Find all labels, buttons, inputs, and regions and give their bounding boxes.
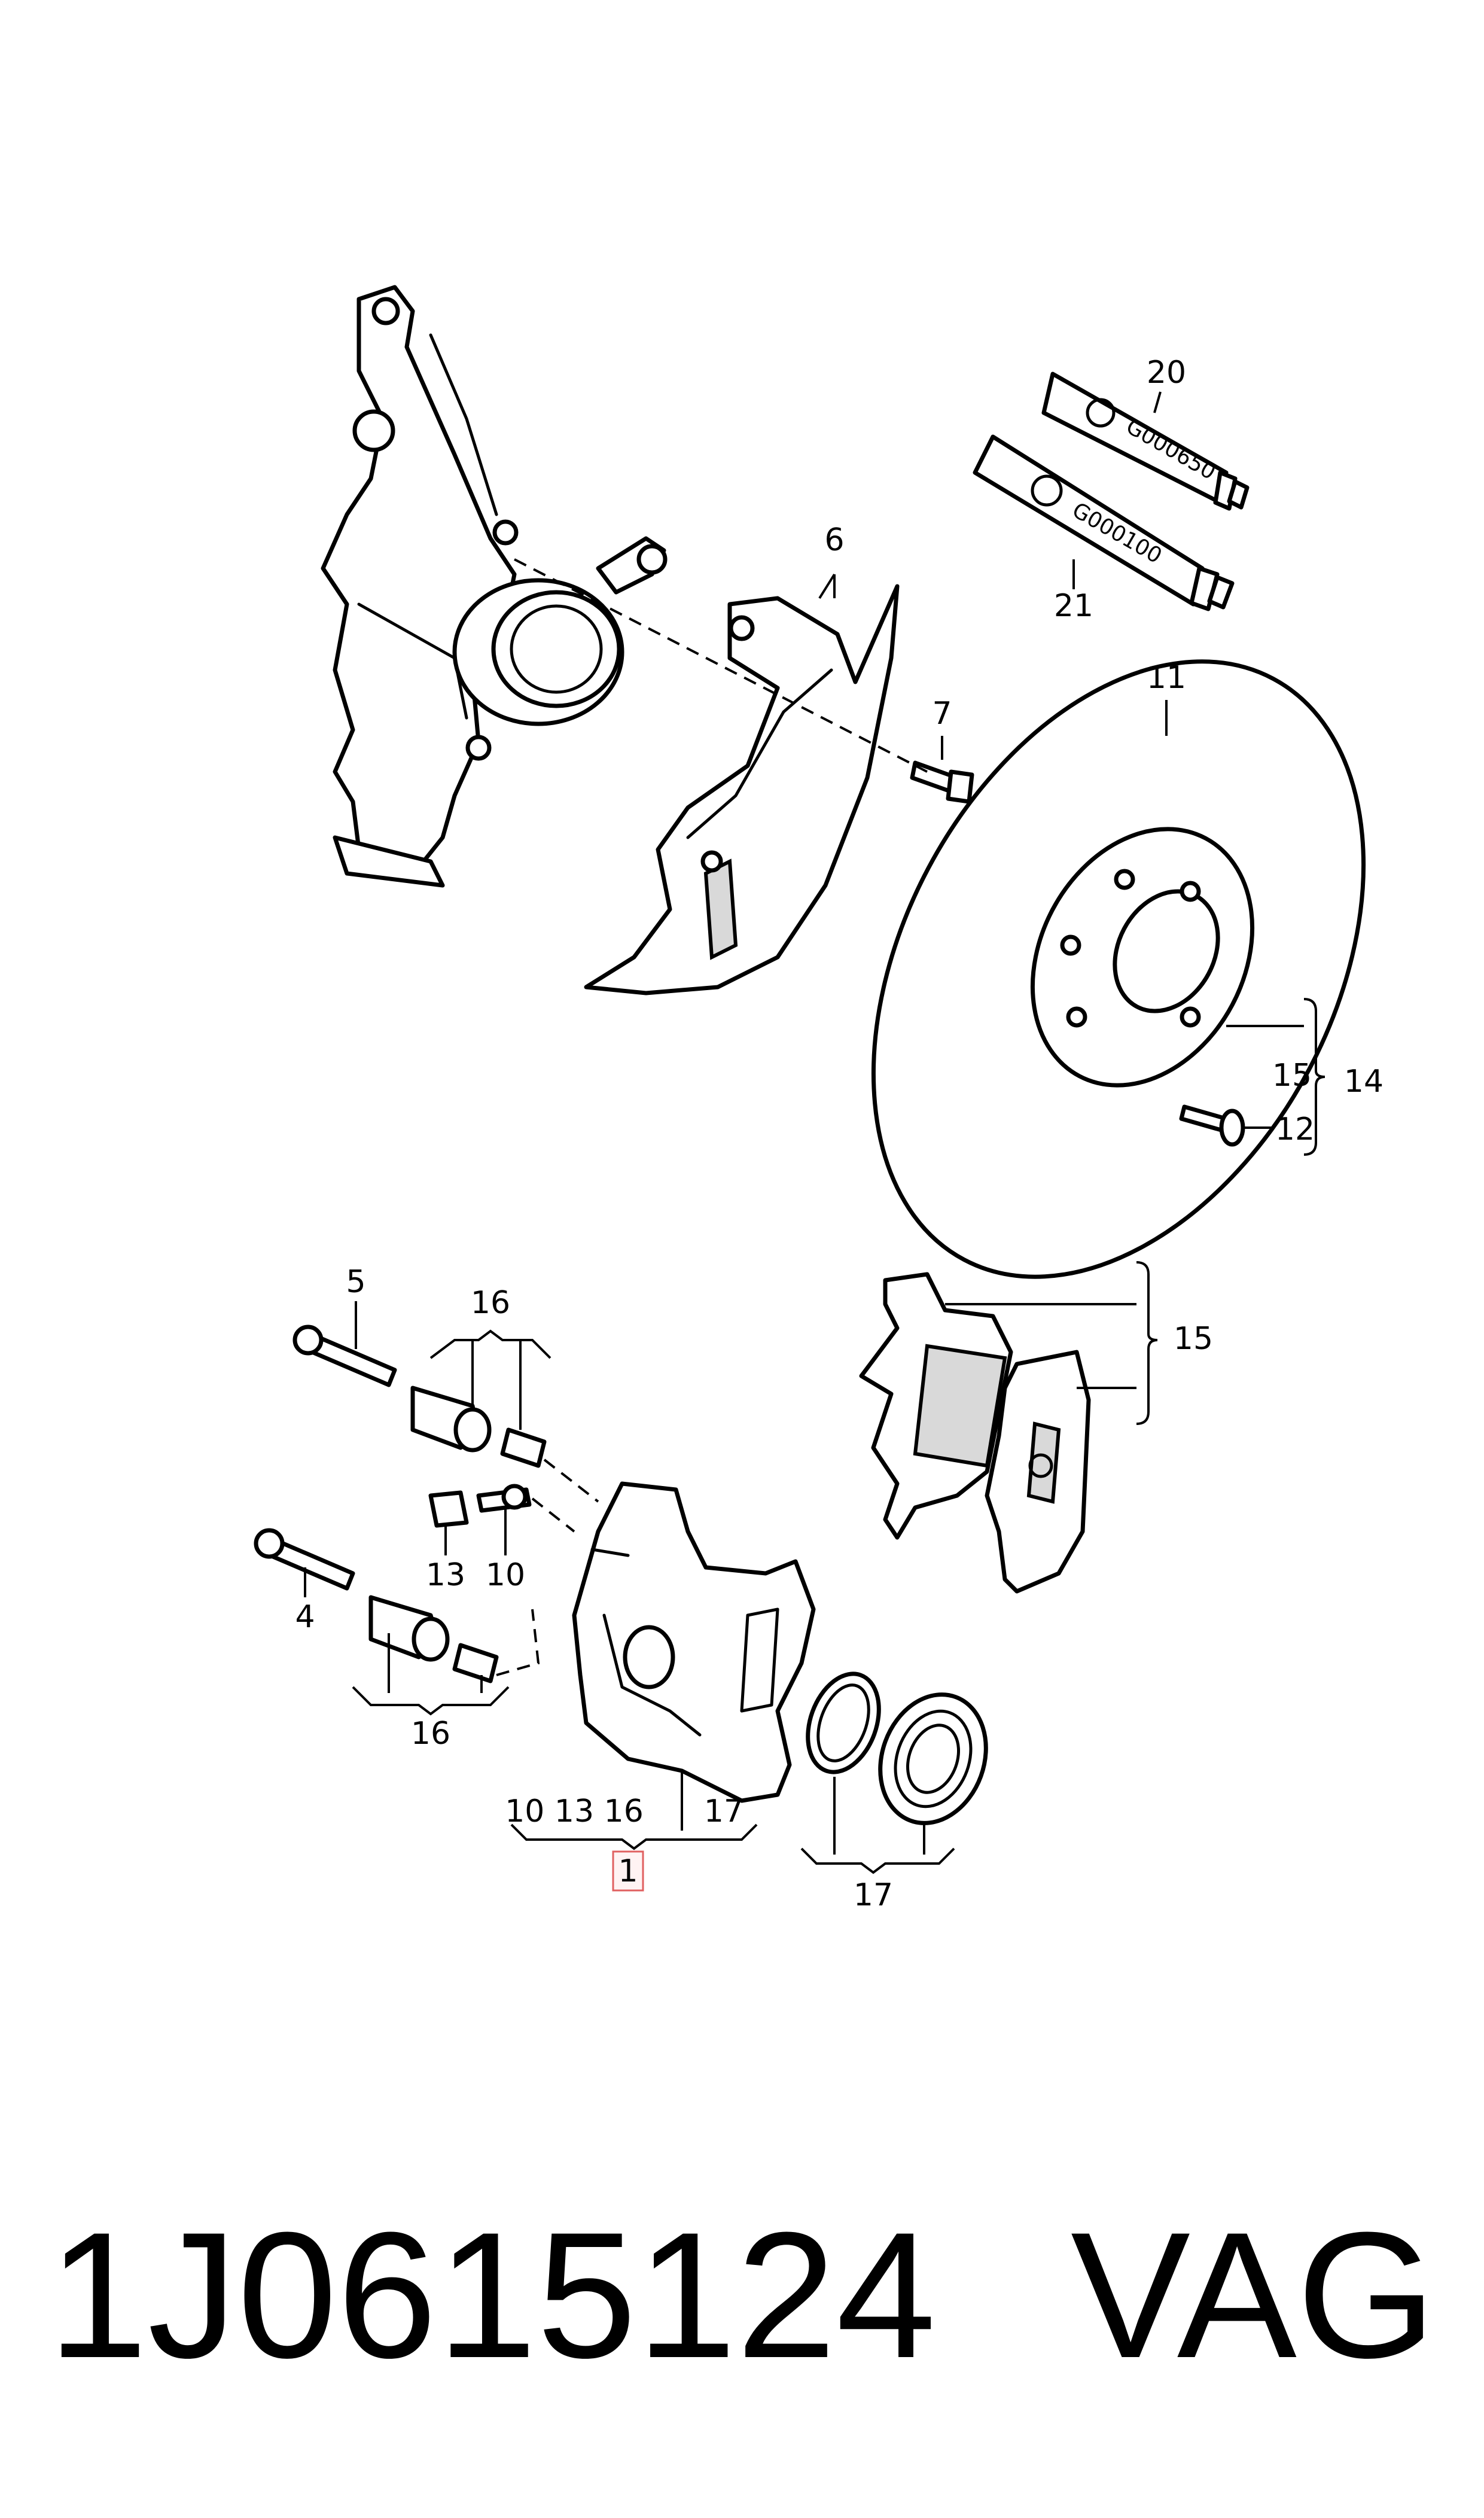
callout-14: 14 <box>1344 1064 1384 1100</box>
assembly-line-valve <box>531 1497 575 1533</box>
callout-21: 21 <box>1054 588 1093 624</box>
callout-16-upper: 16 <box>471 1285 510 1321</box>
callout-16-lower: 16 <box>411 1716 450 1752</box>
callout-13: 13 <box>426 1557 465 1593</box>
callout-5: 5 <box>346 1264 365 1300</box>
steering-knuckle <box>321 285 668 888</box>
callout-17: 17 <box>854 1877 893 1913</box>
selected-part-highlight <box>612 1850 644 1892</box>
brand-name: VAG <box>1071 2194 1436 2395</box>
callout-10: 10 <box>486 1557 525 1593</box>
bleed-valve-10 <box>476 1484 532 1513</box>
splash-shield <box>584 584 900 995</box>
callout-group-1-items: 10 13 16 <box>505 1794 644 1829</box>
part-number: 1J0615124 <box>48 2194 936 2395</box>
callout-15-pads: 15 <box>1174 1321 1213 1357</box>
callout-12: 12 <box>1275 1112 1315 1147</box>
callout-4: 4 <box>295 1599 315 1635</box>
dust-cap-13 <box>428 1490 469 1528</box>
brake-pads <box>859 1272 1091 1594</box>
leader-lines <box>304 391 1325 1874</box>
callout-1: 1 <box>618 1853 638 1889</box>
bush-16-upper <box>410 1386 547 1468</box>
callout-20: 20 <box>1147 355 1186 391</box>
callout-group-1-item17: 17 <box>704 1794 743 1829</box>
callout-labels: 6 7 11 20 21 15 14 12 15 5 16 13 10 4 16… <box>295 355 1384 1913</box>
screw-12 <box>1179 1104 1245 1147</box>
guide-bolt-4 <box>254 1528 355 1591</box>
callout-6: 6 <box>824 522 844 558</box>
caliper-housing <box>572 1481 816 1803</box>
callout-7: 7 <box>932 696 952 732</box>
assembly-line-upper <box>543 1459 599 1503</box>
piston-seal-17 <box>806 1671 881 1774</box>
guide-bolt-5 <box>292 1325 397 1387</box>
callout-11: 11 <box>1147 660 1186 696</box>
callout-15-disc: 15 <box>1272 1058 1312 1094</box>
grease-tube-21: G000100 <box>973 434 1235 611</box>
axis-line <box>514 558 928 773</box>
dust-boot-17 <box>878 1692 988 1825</box>
assembly-line-lower <box>496 1609 540 1676</box>
